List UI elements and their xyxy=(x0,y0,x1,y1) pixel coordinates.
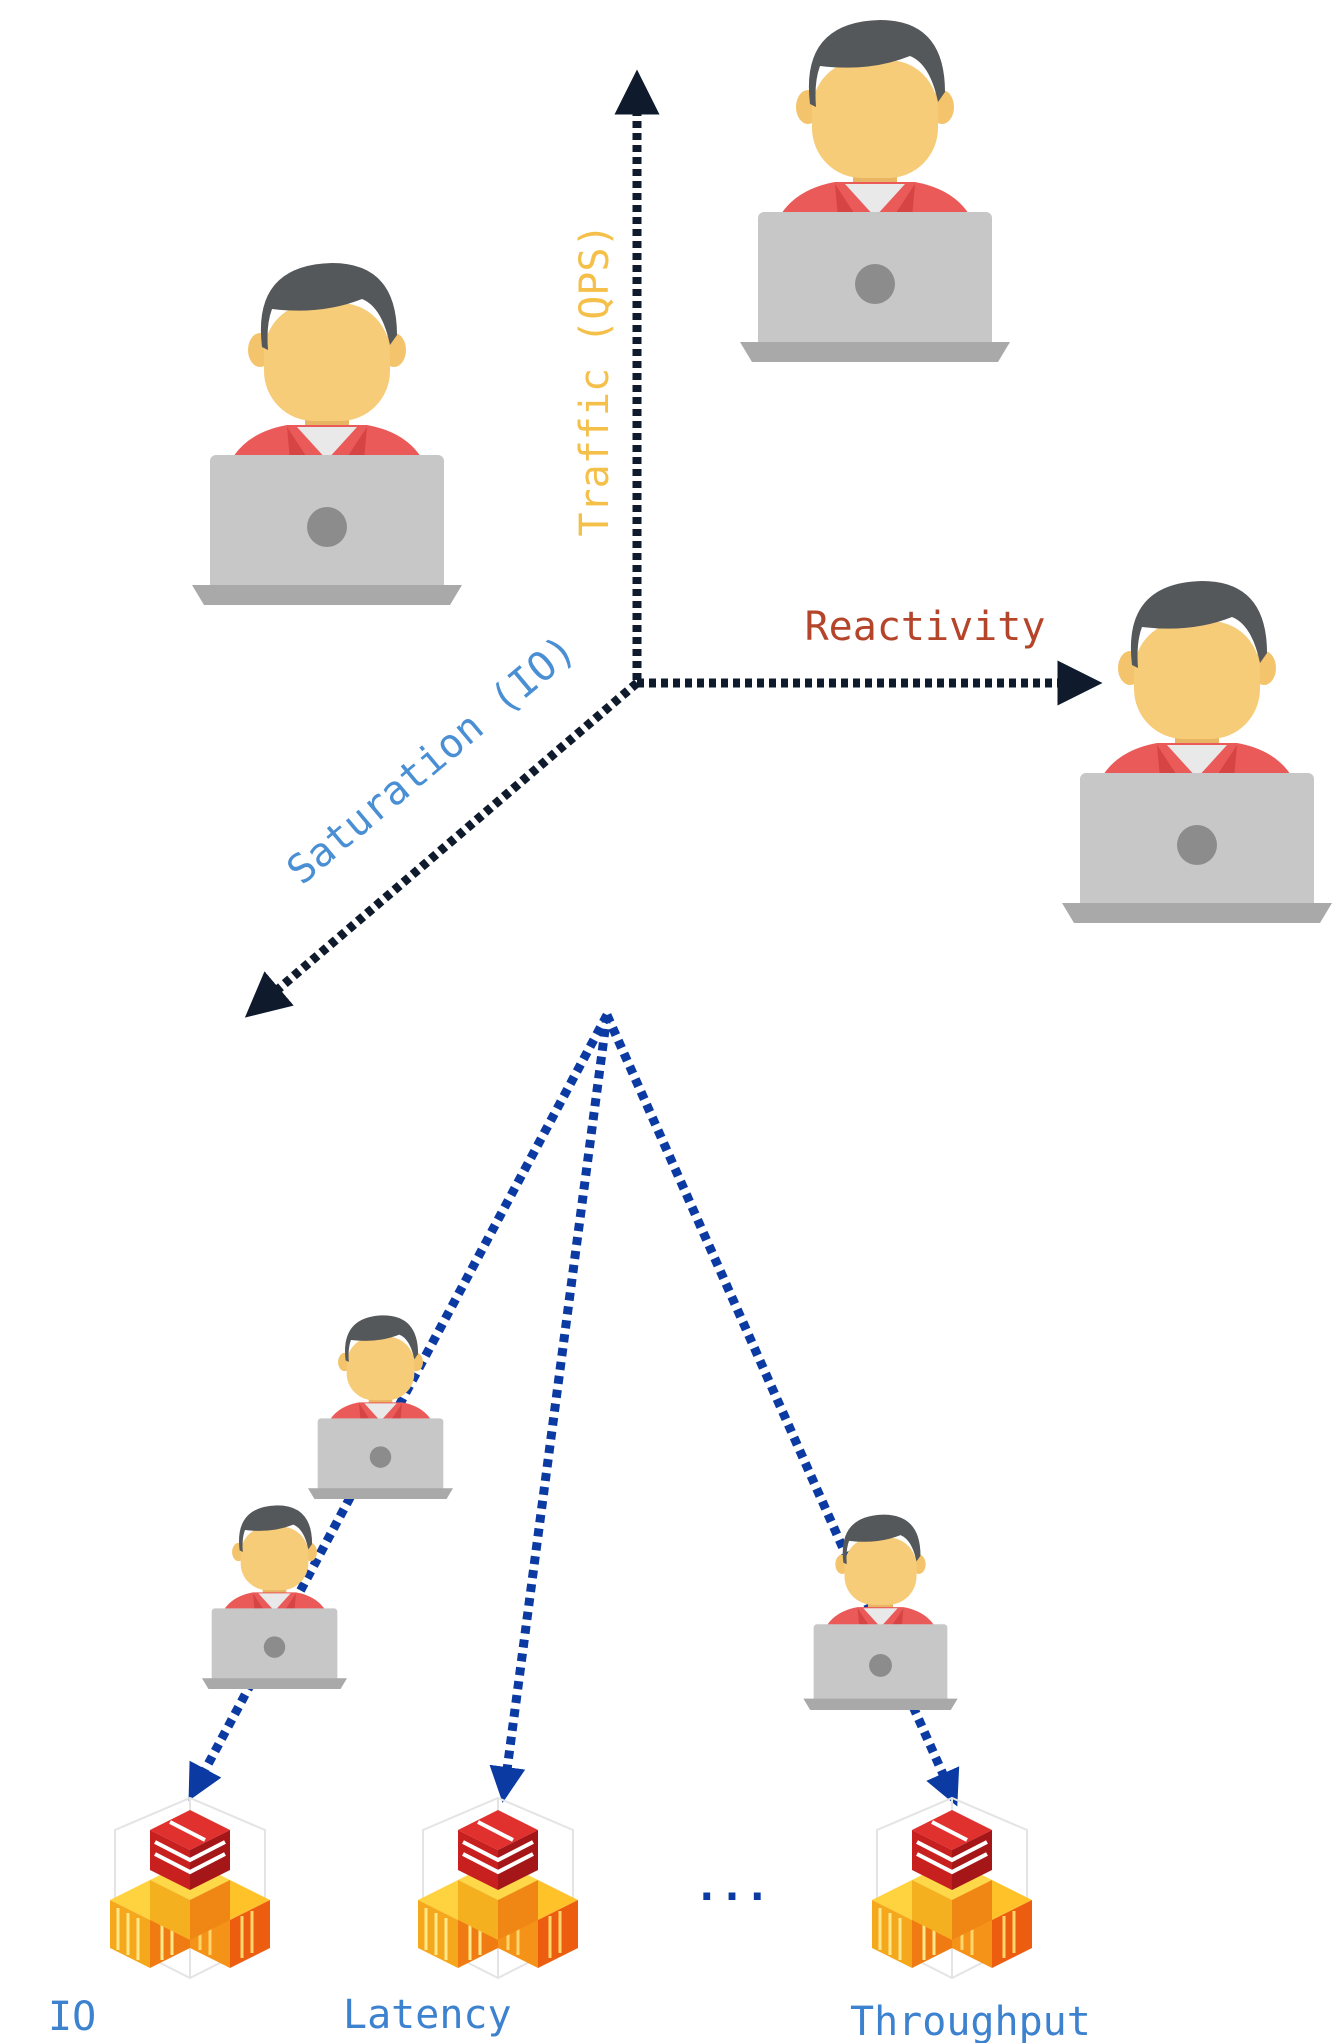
user-laptop-icon xyxy=(192,263,462,605)
server-label-io: IO xyxy=(48,1994,96,2040)
user-laptop-icon xyxy=(740,20,1010,362)
traffic-axis-label: Traffic (QPS) xyxy=(572,223,618,536)
user-laptop-icon xyxy=(1062,581,1332,923)
fanout-arrow-latency xyxy=(489,1014,612,1803)
server-label-throughput: Throughput xyxy=(850,1999,1091,2043)
server-cubes-icon xyxy=(108,1796,272,1980)
user-laptop-icon xyxy=(202,1505,347,1689)
reactivity-axis-label: Reactivity xyxy=(805,604,1046,650)
server-label-latency: Latency xyxy=(343,1992,512,2038)
fanout-arrow-io xyxy=(188,1012,611,1801)
saturation-axis-arrow xyxy=(244,679,640,1018)
server-cubes-icon xyxy=(870,1796,1034,1980)
server-cubes-icon xyxy=(416,1796,580,1980)
ellipsis: ... xyxy=(694,1861,770,1910)
user-laptop-icon xyxy=(803,1514,958,1710)
